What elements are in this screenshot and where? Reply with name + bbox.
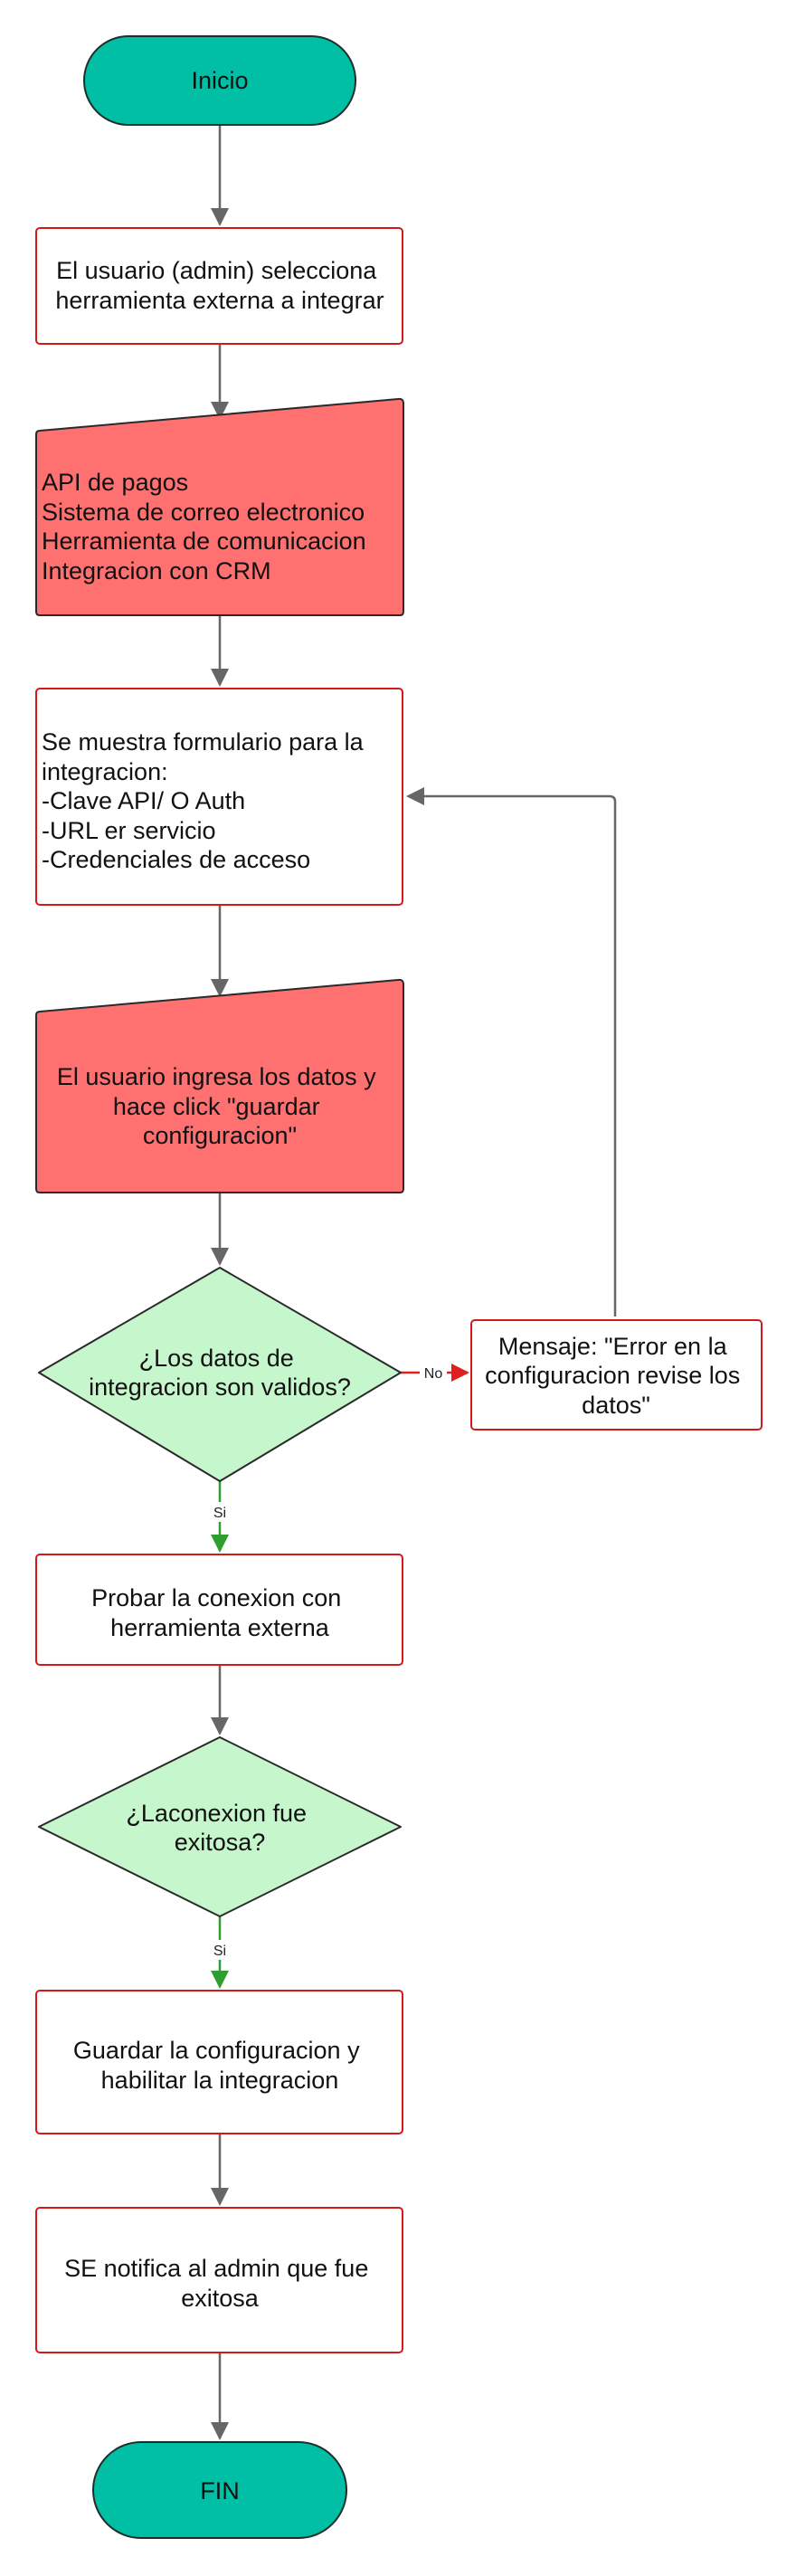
start-terminal-label: Inicio (191, 67, 248, 94)
process-save-config-shape (35, 1990, 403, 2134)
process-notify-admin: SE notifica al admin que fue exitosa (35, 2207, 403, 2353)
end-terminal-shape (92, 2441, 347, 2539)
decision-data-valid: ¿Los datos de integracion son validos? (38, 1267, 402, 1482)
edge-label-si-2: Si (213, 1944, 226, 1959)
process-notify-admin-shape (35, 2207, 403, 2353)
manual-input-tool-options-shape (35, 397, 404, 616)
process-show-form-shape (35, 688, 403, 906)
process-show-form: Se muestra formulario para la integracio… (35, 688, 403, 906)
start-terminal-shape (83, 35, 356, 126)
manual-input-tool-options-label: API de pagos Sistema de correo electroni… (42, 469, 373, 585)
manual-input-enter-data-label: El usuario ingresa los datos y hace clic… (57, 1063, 383, 1149)
decision-data-valid-shape (38, 1267, 402, 1482)
process-error-message-label: Mensaje: "Error en la configuracion revi… (485, 1333, 747, 1419)
process-test-connection: Probar la conexion con herramienta exter… (35, 1554, 403, 1666)
process-error-message: Mensaje: "Error en la configuracion revi… (470, 1319, 763, 1431)
decision-connection-success-shape (38, 1736, 402, 1917)
process-notify-admin-label: SE notifica al admin que fue exitosa (64, 2255, 375, 2312)
process-select-tool: El usuario (admin) selecciona herramient… (35, 227, 403, 345)
edge-error-formulario (406, 787, 617, 1317)
end-terminal-label: FIN (200, 2477, 240, 2505)
edge-label-si-1: Si (213, 1506, 226, 1521)
edge-label-no: No (424, 1366, 443, 1382)
process-save-config: Guardar la configuracion y habilitar la … (35, 1990, 403, 2134)
process-test-connection-shape (35, 1554, 403, 1666)
process-test-connection-label: Probar la conexion con herramienta exter… (91, 1584, 348, 1641)
manual-input-tool-options: API de pagos Sistema de correo electroni… (35, 397, 404, 616)
process-select-tool-shape (35, 227, 403, 345)
process-save-config-label: Guardar la configuracion y habilitar la … (73, 2037, 366, 2094)
decision-connection-success: ¿Laconexion fue exitosa? (38, 1736, 402, 1917)
edge-labels: No Si Si (207, 1363, 447, 1960)
decision-data-valid-label: ¿Los datos de integracion son validos? (89, 1345, 351, 1401)
manual-input-enter-data-shape (35, 978, 404, 1193)
process-select-tool-label: El usuario (admin) selecciona herramient… (55, 257, 384, 314)
end-terminal: FIN (92, 2441, 347, 2539)
start-terminal: Inicio (83, 35, 356, 126)
process-show-form-label: Se muestra formulario para la integracio… (42, 728, 370, 873)
manual-input-enter-data: El usuario ingresa los datos y hace clic… (35, 978, 404, 1193)
decision-connection-success-label: ¿Laconexion fue exitosa? (126, 1800, 313, 1856)
process-error-message-shape (470, 1319, 763, 1431)
